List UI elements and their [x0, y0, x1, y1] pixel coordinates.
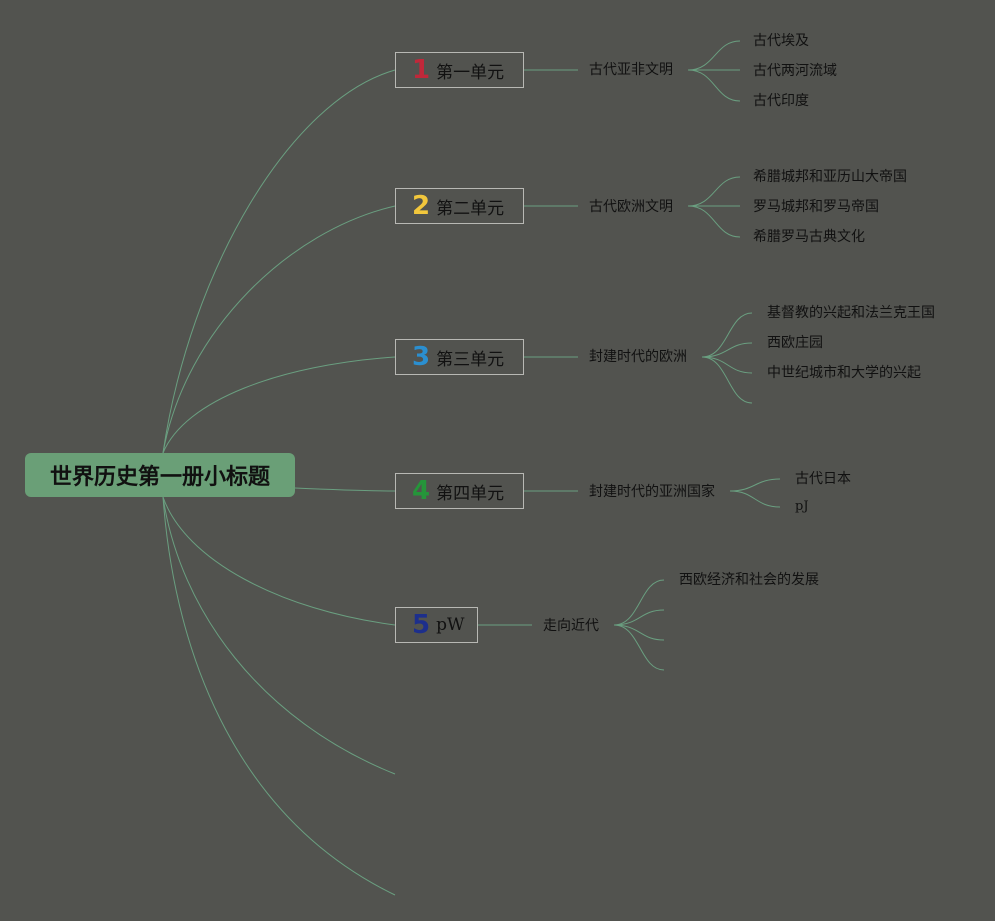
connector-root-unit-3: [162, 356, 396, 454]
connector-topic5-leaf3: [613, 624, 665, 641]
connector-topic5-leaf1: [613, 579, 665, 626]
leaf-3-2[interactable]: 西欧庄园: [767, 335, 823, 351]
leaf-1-3[interactable]: 古代印度: [753, 93, 809, 109]
unit-label-4: 第四单元: [436, 483, 505, 504]
connector-topic2-leaf3: [687, 205, 741, 238]
leaf-4-1[interactable]: 古代日本: [795, 471, 851, 487]
connector-root-unit-5: [162, 496, 396, 626]
unit-label-5: pW: [436, 615, 465, 635]
unit-number-4: 4: [412, 476, 431, 506]
topic-node-2[interactable]: 古代欧洲文明: [589, 199, 673, 215]
connector-topic3-leaf3: [701, 356, 753, 374]
topic-node-3[interactable]: 封建时代的欧洲: [589, 349, 687, 365]
unit-node-5[interactable]: 5 pW: [395, 607, 478, 643]
root-title: 世界历史第一册小标题: [49, 465, 270, 490]
connector-root-unit-2: [162, 205, 396, 454]
unit-node-4[interactable]: 4 第四单元: [395, 473, 524, 509]
leaf-1-1[interactable]: 古代埃及: [753, 33, 809, 49]
connector-root-empty-7: [162, 496, 396, 896]
unit-node-1[interactable]: 1 第一单元: [395, 52, 524, 88]
leaf-2-1[interactable]: 希腊城邦和亚历山大帝国: [753, 169, 907, 185]
connector-topic1-leaf3: [687, 69, 741, 102]
unit-number-5: 5: [412, 610, 431, 640]
connector-topic4-leaf1: [729, 478, 781, 492]
connector-topic5-leaf4: [613, 624, 665, 671]
connector-topic3-leaf2: [701, 342, 753, 358]
leaf-4-2[interactable]: pJ: [795, 499, 809, 514]
unit-label-2: 第二单元: [436, 198, 505, 219]
connector-topic3-leaf1: [701, 312, 753, 358]
root-node[interactable]: 世界历史第一册小标题: [25, 453, 295, 497]
leaf-2-2[interactable]: 罗马城邦和罗马帝国: [753, 199, 879, 215]
unit-node-3[interactable]: 3 第三单元: [395, 339, 524, 375]
topic-node-4[interactable]: 封建时代的亚洲国家: [589, 484, 715, 500]
topic-node-5[interactable]: 走向近代: [543, 618, 599, 634]
unit-number-1: 1: [412, 55, 431, 85]
topic-node-1[interactable]: 古代亚非文明: [589, 62, 673, 78]
connector-root-unit-4: [294, 487, 396, 492]
connector-topic5-leaf2: [613, 609, 665, 626]
leaf-5-1[interactable]: 西欧经济和社会的发展: [679, 572, 819, 588]
connector-topic2-leaf1: [687, 176, 741, 207]
unit-label-3: 第三单元: [436, 349, 505, 370]
connector-topic1-leaf1: [687, 40, 741, 71]
leaf-1-2[interactable]: 古代两河流域: [753, 63, 837, 79]
connector-topic3-leaf4: [701, 356, 753, 404]
unit-label-1: 第一单元: [436, 62, 505, 83]
unit-number-3: 3: [412, 342, 431, 372]
connector-root-empty-6: [162, 496, 396, 775]
connector-root-unit-1: [162, 69, 396, 454]
leaf-2-3[interactable]: 希腊罗马古典文化: [753, 229, 865, 245]
unit-node-2[interactable]: 2 第二单元: [395, 188, 524, 224]
leaf-3-3[interactable]: 中世纪城市和大学的兴起: [767, 365, 921, 381]
leaf-3-1[interactable]: 基督教的兴起和法兰克王国: [767, 305, 935, 321]
unit-number-2: 2: [412, 191, 431, 221]
connector-topic4-leaf2: [729, 490, 781, 508]
